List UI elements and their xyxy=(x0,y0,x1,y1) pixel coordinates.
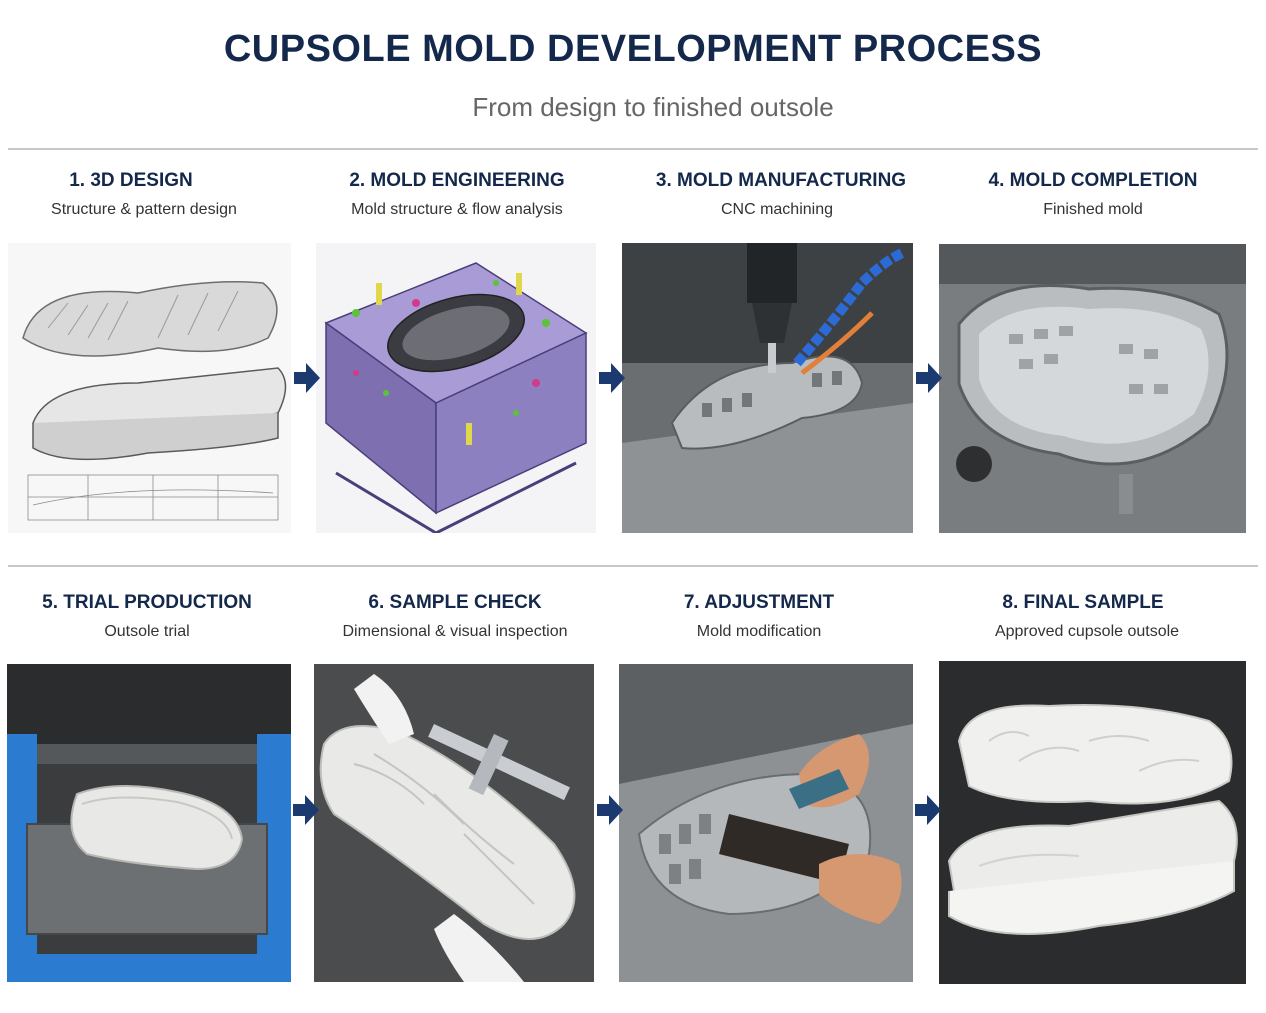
step-2-subtitle: Mold structure & flow analysis xyxy=(351,201,563,218)
press-machine-icon xyxy=(7,664,291,982)
arrow-right-icon xyxy=(599,363,625,393)
arrow-7-to-8 xyxy=(913,792,943,828)
step-1-image xyxy=(8,243,291,533)
mold-assembly-render-icon xyxy=(316,243,596,533)
step-2-title: 2. MOLD ENGINEERING xyxy=(349,170,565,191)
arrow-right-icon xyxy=(293,795,319,825)
step-3-subtitle: CNC machining xyxy=(720,201,834,218)
arrow-1-to-2 xyxy=(292,360,322,396)
cad-drawing-icon xyxy=(8,243,291,533)
step-6-subtitle: Dimensional & visual inspection xyxy=(342,623,568,640)
step-1-subtitle: Structure & pattern design xyxy=(51,201,237,218)
caliper-inspection-icon xyxy=(314,664,594,982)
white-outsole-icon xyxy=(939,661,1246,984)
step-3-image xyxy=(622,243,913,533)
step-4-subtitle: Finished mold xyxy=(1043,201,1143,218)
step-7-image xyxy=(619,664,913,982)
step-4-title: 4. MOLD COMPLETION xyxy=(988,170,1198,191)
step-6-image xyxy=(314,664,594,982)
arrow-right-icon xyxy=(294,363,320,393)
step-6-title: 6. SAMPLE CHECK xyxy=(368,592,542,613)
top-divider xyxy=(8,148,1258,150)
step-5-title: 5. TRIAL PRODUCTION xyxy=(42,592,252,613)
step-5-subtitle: Outsole trial xyxy=(104,623,190,640)
page-subtitle: From design to finished outsole xyxy=(472,92,834,122)
step-7-subtitle: Mold modification xyxy=(696,623,822,640)
step-4-image xyxy=(939,244,1246,533)
step-1-title: 1. 3D DESIGN xyxy=(69,170,193,191)
arrow-6-to-7 xyxy=(595,792,625,828)
step-2-image xyxy=(316,243,596,533)
step-8-subtitle: Approved cupsole outsole xyxy=(994,623,1180,640)
arrow-3-to-4 xyxy=(914,360,944,396)
step-5-image xyxy=(7,664,291,982)
step-8-title: 8. FINAL SAMPLE xyxy=(1002,592,1164,613)
step-8-image xyxy=(939,661,1246,984)
steel-mold-icon xyxy=(939,244,1246,533)
page-title: CUPSOLE MOLD DEVELOPMENT PROCESS xyxy=(223,28,1043,70)
step-3-title: 3. MOLD MANUFACTURING xyxy=(655,170,907,191)
arrow-right-icon xyxy=(915,795,941,825)
arrow-5-to-6 xyxy=(291,792,321,828)
cnc-spindle-icon xyxy=(622,243,913,533)
middle-divider xyxy=(8,565,1258,567)
arrow-right-icon xyxy=(916,363,942,393)
arrow-2-to-3 xyxy=(597,360,627,396)
arrow-right-icon xyxy=(597,795,623,825)
hand-grinder-icon xyxy=(619,664,913,982)
step-7-title: 7. ADJUSTMENT xyxy=(683,592,835,613)
